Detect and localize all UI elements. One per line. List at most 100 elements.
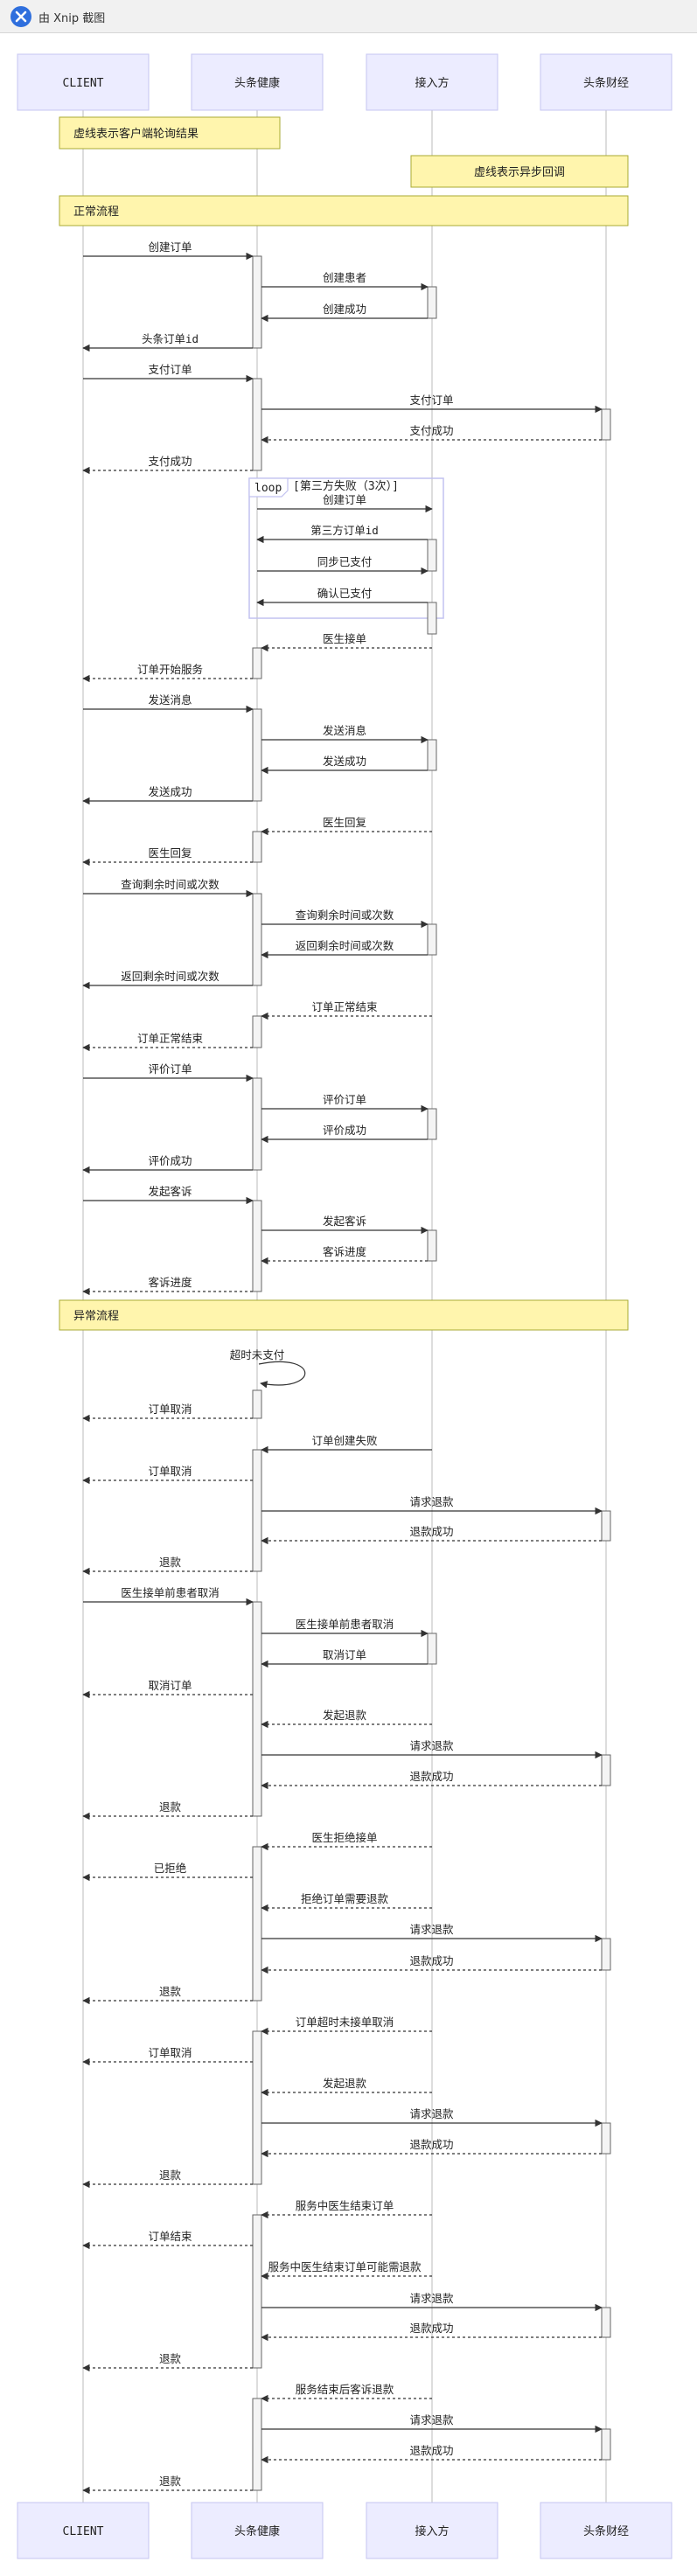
message-33: 客诉进度 xyxy=(261,1245,428,1265)
message-label: 退款 xyxy=(159,2475,182,2488)
activation-bar xyxy=(601,408,611,441)
participant-label: 头条财经 xyxy=(583,2524,629,2538)
message-label: 返回剩余时间或次数 xyxy=(296,939,394,952)
message-label: 退款成功 xyxy=(409,1954,453,1967)
message-label: 支付成功 xyxy=(148,455,192,468)
note-text: 虚线表示异步回调 xyxy=(474,166,565,179)
message-label: 发送成功 xyxy=(148,785,192,798)
participant-label: 接入方 xyxy=(415,2524,449,2538)
message-label: 订单取消 xyxy=(148,1465,192,1478)
message-48: 退款成功 xyxy=(261,1770,602,1790)
message-62: 服务中医生结束订单 xyxy=(261,2199,432,2219)
message-label: 发起客诉 xyxy=(148,1185,192,1198)
message-label: 创建成功 xyxy=(323,303,366,316)
message-41: 退款 xyxy=(82,1556,253,1576)
message-26: 订单正常结束 xyxy=(82,1032,253,1052)
message-label: 医生拒绝接单 xyxy=(311,1831,377,1844)
message-60: 退款成功 xyxy=(261,2138,602,2158)
message-61: 退款 xyxy=(82,2169,253,2189)
message-label: 查询剩余时间或次数 xyxy=(121,878,220,891)
loop-frame: loop[第三方失败（3次）] xyxy=(248,477,444,619)
activation-bar xyxy=(252,1846,262,2002)
message-44: 取消订单 xyxy=(261,1648,428,1668)
message-label: 订单取消 xyxy=(148,1403,192,1416)
message-label: 医生接单前患者取消 xyxy=(296,1618,394,1631)
participant-bottom-3: 接入方 xyxy=(366,2502,498,2559)
activation-bar xyxy=(601,1938,611,1971)
message-71: 退款 xyxy=(82,2475,253,2495)
message-30: 评价成功 xyxy=(82,1154,253,1174)
message-57: 订单取消 xyxy=(82,2046,253,2066)
message-29: 评价成功 xyxy=(261,1124,428,1144)
message-label: 退款成功 xyxy=(409,2138,453,2151)
section-note-3: 正常流程 xyxy=(59,195,629,226)
message-label: 退款 xyxy=(159,1985,182,1998)
message-label: 发送消息 xyxy=(148,693,192,707)
message-6: 支付订单 xyxy=(261,393,603,414)
loop-keyword: loop xyxy=(254,482,282,495)
message-label: 发送消息 xyxy=(323,724,366,737)
activation-bar xyxy=(252,647,262,679)
message-label: 订单结束 xyxy=(148,2230,192,2243)
message-35: 超时未支付 xyxy=(230,1348,306,1389)
section-note-4: 异常流程 xyxy=(59,1299,629,1331)
activation-bar xyxy=(427,1108,437,1140)
message-label: 评价订单 xyxy=(323,1093,366,1106)
message-16: 发送消息 xyxy=(261,724,429,744)
message-label: 请求退款 xyxy=(409,1495,454,1508)
activation-bar xyxy=(252,1449,262,1572)
window-title: 由 Xnip 截图 xyxy=(38,12,106,25)
window-titlebar: 由 Xnip 截图 xyxy=(0,0,697,33)
message-label: 支付订单 xyxy=(409,393,453,407)
message-label: 退款 xyxy=(159,1800,182,1814)
message-55: 退款 xyxy=(82,1985,253,2005)
message-3: 创建成功 xyxy=(261,303,428,323)
message-64: 服务中医生结束订单可能需退款 xyxy=(261,2260,432,2280)
message-40: 退款成功 xyxy=(261,1525,602,1545)
message-line xyxy=(258,1361,306,1389)
message-label: 医生接单前患者取消 xyxy=(121,1586,220,1599)
message-label: 请求退款 xyxy=(409,1923,454,1936)
activation-bar xyxy=(427,923,437,956)
message-label: 已拒绝 xyxy=(154,1862,187,1875)
message-10: 第三方订单id xyxy=(256,524,428,544)
message-11: 同步已支付 xyxy=(257,555,429,575)
message-label: 拒绝订单需要退款 xyxy=(301,1892,389,1905)
message-label: 请求退款 xyxy=(409,2413,454,2426)
message-label: 医生回复 xyxy=(323,816,367,829)
message-5: 支付订单 xyxy=(83,363,254,383)
message-label: 订单创建失败 xyxy=(311,1434,378,1447)
participant-label: 头条财经 xyxy=(583,76,629,90)
message-label: 评价成功 xyxy=(323,1124,366,1137)
message-label: 支付订单 xyxy=(148,363,192,376)
message-label: 退款成功 xyxy=(409,2322,453,2335)
message-59: 请求退款 xyxy=(261,2107,603,2127)
message-14: 订单开始服务 xyxy=(82,663,253,683)
activation-bar xyxy=(252,1601,262,1817)
message-label: 服务中医生结束订单可能需退款 xyxy=(268,2260,422,2273)
message-47: 请求退款 xyxy=(261,1739,603,1759)
message-label: 订单超时未接单取消 xyxy=(296,2016,394,2029)
message-58: 发起退款 xyxy=(261,2077,432,2097)
message-18: 发送成功 xyxy=(82,785,253,805)
message-65: 请求退款 xyxy=(261,2292,603,2312)
activation-bar xyxy=(252,1015,262,1048)
message-42: 医生接单前患者取消 xyxy=(83,1586,254,1606)
message-label: 订单取消 xyxy=(148,2046,192,2059)
message-label: 服务中医生结束订单 xyxy=(296,2199,394,2212)
message-4: 头条订单id xyxy=(82,332,253,352)
message-label: 订单开始服务 xyxy=(137,663,203,676)
message-label: 请求退款 xyxy=(409,1739,454,1752)
message-label: 评价订单 xyxy=(148,1062,192,1076)
message-label: 创建订单 xyxy=(148,240,192,254)
activation-bar xyxy=(601,1510,611,1542)
activation-bar xyxy=(601,2122,611,2155)
message-label: 返回剩余时间或次数 xyxy=(121,970,220,983)
message-53: 请求退款 xyxy=(261,1923,603,1943)
message-label: 第三方订单id xyxy=(310,524,379,537)
message-25: 订单正常结束 xyxy=(261,1000,432,1020)
message-67: 退款 xyxy=(82,2352,253,2372)
activation-bar xyxy=(252,1077,262,1171)
message-19: 医生回复 xyxy=(261,816,432,836)
